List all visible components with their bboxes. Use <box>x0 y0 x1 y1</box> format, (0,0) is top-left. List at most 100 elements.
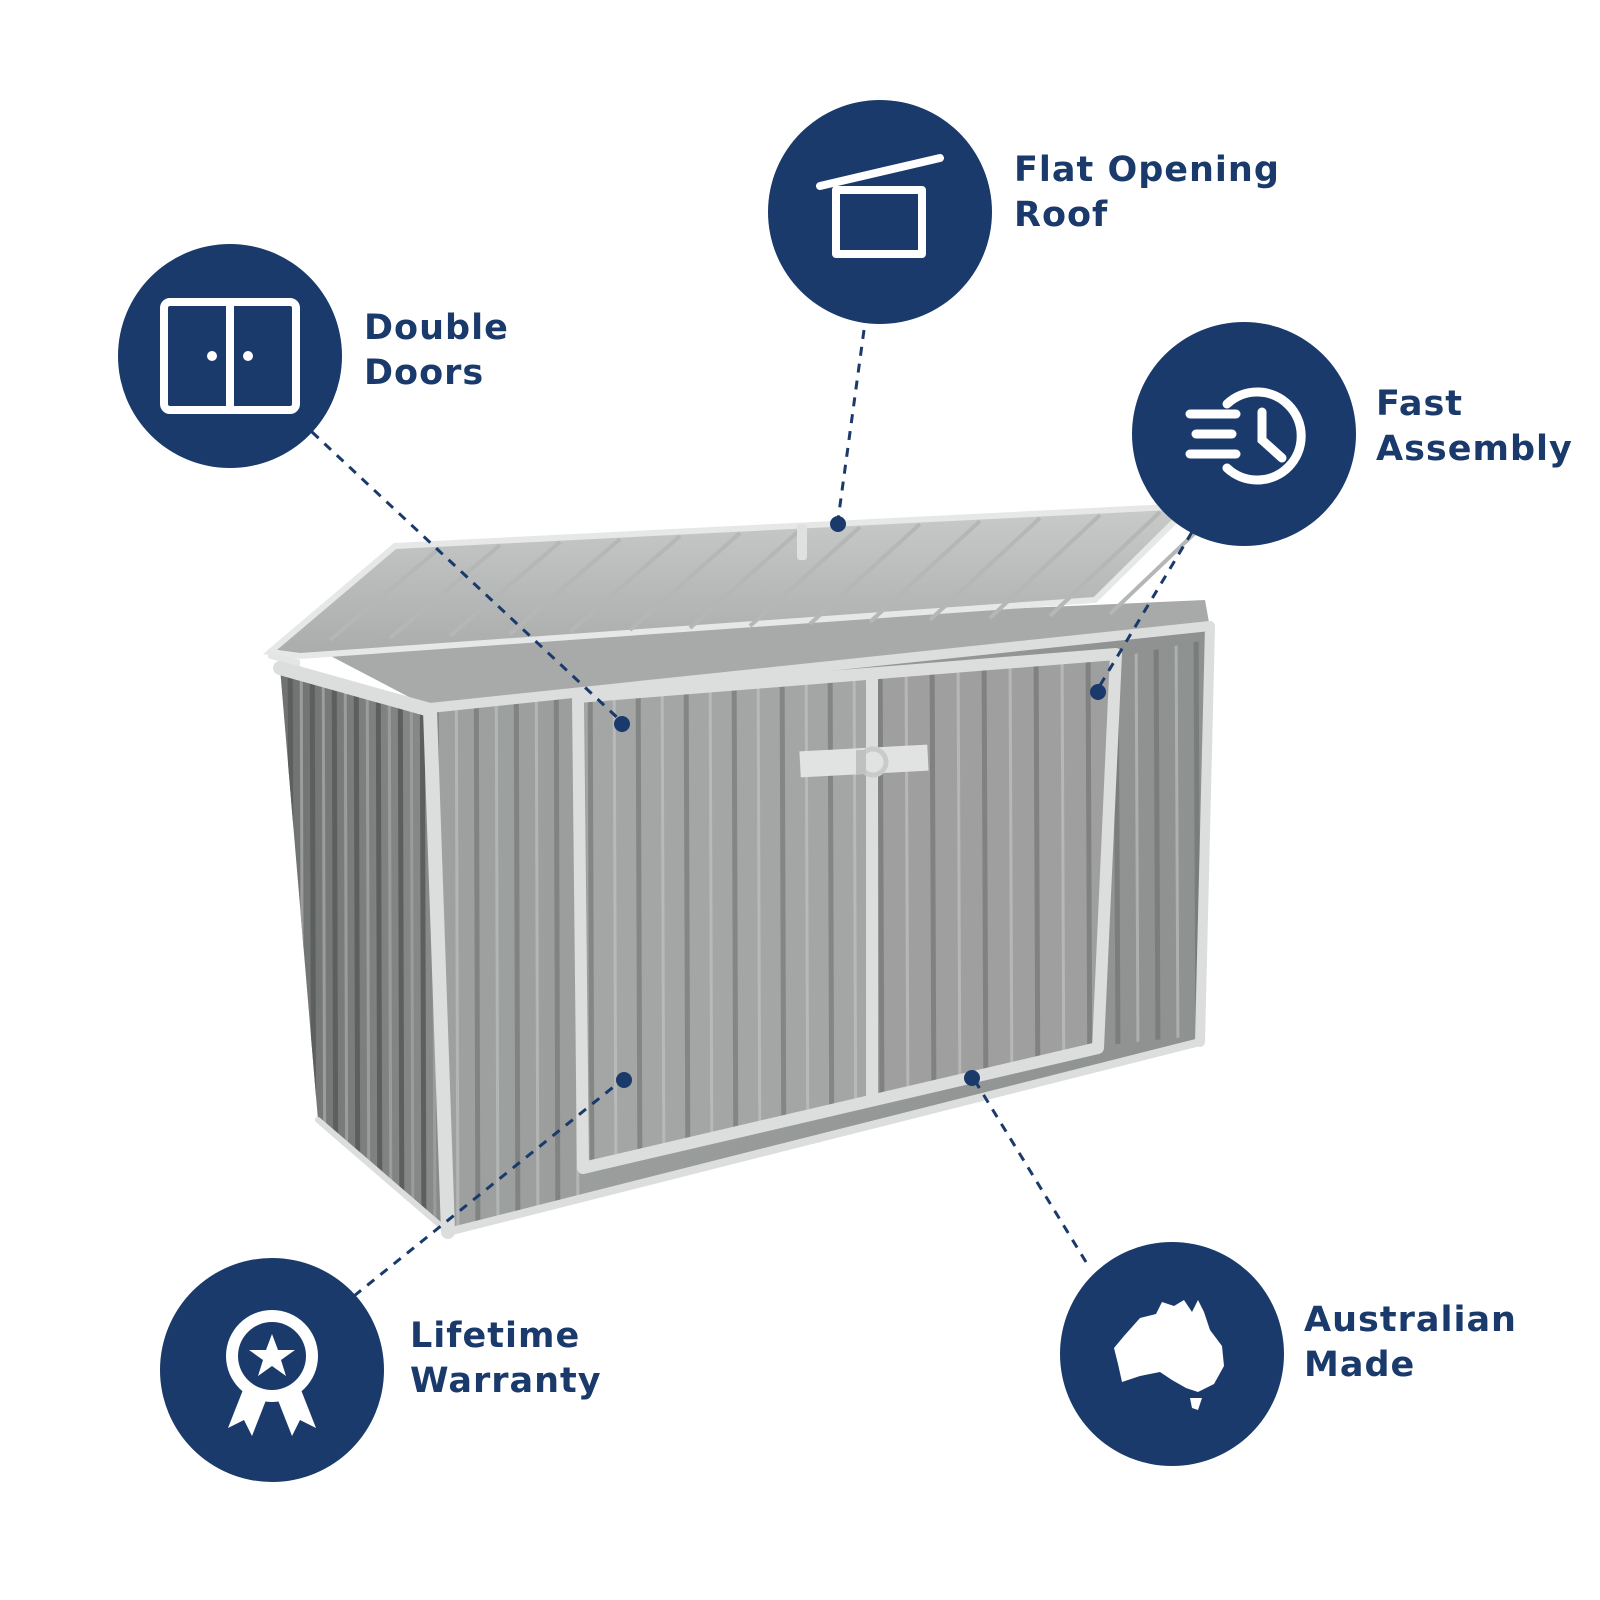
corrugation-rib <box>353 668 361 1232</box>
left-door <box>585 677 870 1160</box>
leader-line-doors <box>310 430 624 724</box>
roof-front-edge <box>268 650 300 668</box>
roof-stay <box>797 524 807 560</box>
award-ribbon-star-icon <box>226 1310 318 1436</box>
leader-dot-assembly <box>1090 684 1106 700</box>
badge-double-doors <box>118 244 342 468</box>
label-line-2: Warranty <box>410 1361 602 1401</box>
label-line-1: Flat Opening <box>1014 150 1280 190</box>
corrugation-rib <box>1008 659 1014 1094</box>
roof-rib <box>928 516 1042 622</box>
corrugation-rib <box>287 668 295 1232</box>
roof-rib <box>568 534 682 634</box>
leader-dots <box>614 516 1106 1088</box>
corrugation-rib <box>397 668 405 1232</box>
label-australian-made: Australian Made <box>1304 1298 1517 1388</box>
leader-line-roof <box>836 329 866 521</box>
corrugation-rib <box>731 677 739 1160</box>
shed-side-wall <box>280 668 448 1232</box>
label-fast-assembly: Fast Assembly <box>1376 382 1573 472</box>
corrugation-rib <box>1174 640 1180 1046</box>
label-line-1: Double <box>364 308 509 348</box>
roof-rib <box>988 513 1102 620</box>
badge-australian-made <box>1060 1242 1284 1466</box>
label-line-1: Fast <box>1376 384 1464 424</box>
corrugation-rib <box>708 677 714 1160</box>
label-line-2: Made <box>1304 1345 1416 1385</box>
corrugation-rib <box>513 626 521 1232</box>
label-double-doors: Double Doors <box>364 306 509 396</box>
badge-lifetime-warranty <box>160 1258 384 1482</box>
door-knob-left <box>207 351 217 361</box>
corrugation-rib <box>804 677 810 1160</box>
corrugation-rib <box>553 626 561 1232</box>
latch-bracket <box>856 750 866 774</box>
badge-flat-roof <box>768 100 992 324</box>
corrugation-rib <box>904 659 910 1094</box>
corrugation-rib <box>612 677 618 1160</box>
leader-dot-warranty <box>616 1072 632 1088</box>
corrugation-rib <box>321 668 327 1232</box>
door-knob-right <box>243 351 253 361</box>
corrugation-rib <box>309 668 317 1232</box>
badge-circle <box>768 100 992 324</box>
tasmania-shape <box>1190 1398 1202 1410</box>
corrugation-rib <box>473 626 481 1232</box>
flat-opening-roof-icon <box>816 154 944 258</box>
right-door-ribs <box>877 659 1093 1094</box>
corrugation-rib <box>1153 640 1161 1046</box>
roof-rib <box>748 525 862 628</box>
corrugation-rib <box>756 677 762 1160</box>
label-line-2: Roof <box>1014 195 1109 235</box>
corrugation-rib <box>779 677 787 1160</box>
label-line-1: Australian <box>1304 1300 1517 1340</box>
leader-line-warranty <box>353 1078 623 1298</box>
roof-rib <box>868 519 982 624</box>
storage-shed-illustration <box>262 502 1222 1239</box>
corrugation-rib <box>343 668 349 1232</box>
corrugation-rib <box>981 659 989 1094</box>
roof-rib <box>328 546 442 642</box>
corrugation-rib <box>387 668 393 1232</box>
roof-rib <box>388 543 502 640</box>
roof-rib <box>508 537 622 636</box>
corrugation-rib <box>1085 659 1093 1094</box>
corrugation-rib <box>956 659 962 1094</box>
roof-rib <box>448 540 562 638</box>
leader-dot-made <box>964 1070 980 1086</box>
roof-rib <box>628 531 742 632</box>
corrugation-rib <box>660 677 666 1160</box>
label-line-2: Assembly <box>1376 429 1573 469</box>
australia-map-icon <box>1114 1300 1224 1392</box>
corrugation-rib <box>929 659 937 1094</box>
corrugation-rib <box>1033 659 1041 1094</box>
shed-trims <box>273 621 1215 1239</box>
label-flat-opening-roof: Flat Opening Roof <box>1014 148 1280 238</box>
corrugation-rib <box>635 677 643 1160</box>
badge-circle <box>1132 322 1356 546</box>
corrugation-rib <box>494 626 500 1232</box>
leader-line-assembly <box>1094 531 1194 693</box>
corrugation-rib <box>683 677 691 1160</box>
fast-clock-icon <box>1185 387 1306 485</box>
corrugation-rib <box>365 668 371 1232</box>
leader-lines <box>310 329 1194 1298</box>
roof-ribs <box>328 507 1222 642</box>
label-line-2: Doors <box>364 353 485 393</box>
right-door <box>875 659 1110 1094</box>
shed-roof <box>262 502 1198 660</box>
corrugation-rib <box>1060 659 1066 1094</box>
label-lifetime-warranty: Lifetime Warranty <box>410 1314 602 1404</box>
double-doors-icon <box>160 298 300 414</box>
badge-fast-assembly <box>1132 322 1356 546</box>
left-door-ribs <box>587 677 858 1160</box>
leader-dot-doors <box>614 716 630 732</box>
roof-rib <box>688 528 802 630</box>
corrugation-rib <box>877 659 885 1094</box>
corrugation-rib <box>375 668 383 1232</box>
roof-rib <box>1048 510 1162 618</box>
corrugation-rib <box>587 677 595 1160</box>
corrugation-rib <box>299 668 305 1232</box>
label-line-1: Lifetime <box>410 1316 581 1356</box>
